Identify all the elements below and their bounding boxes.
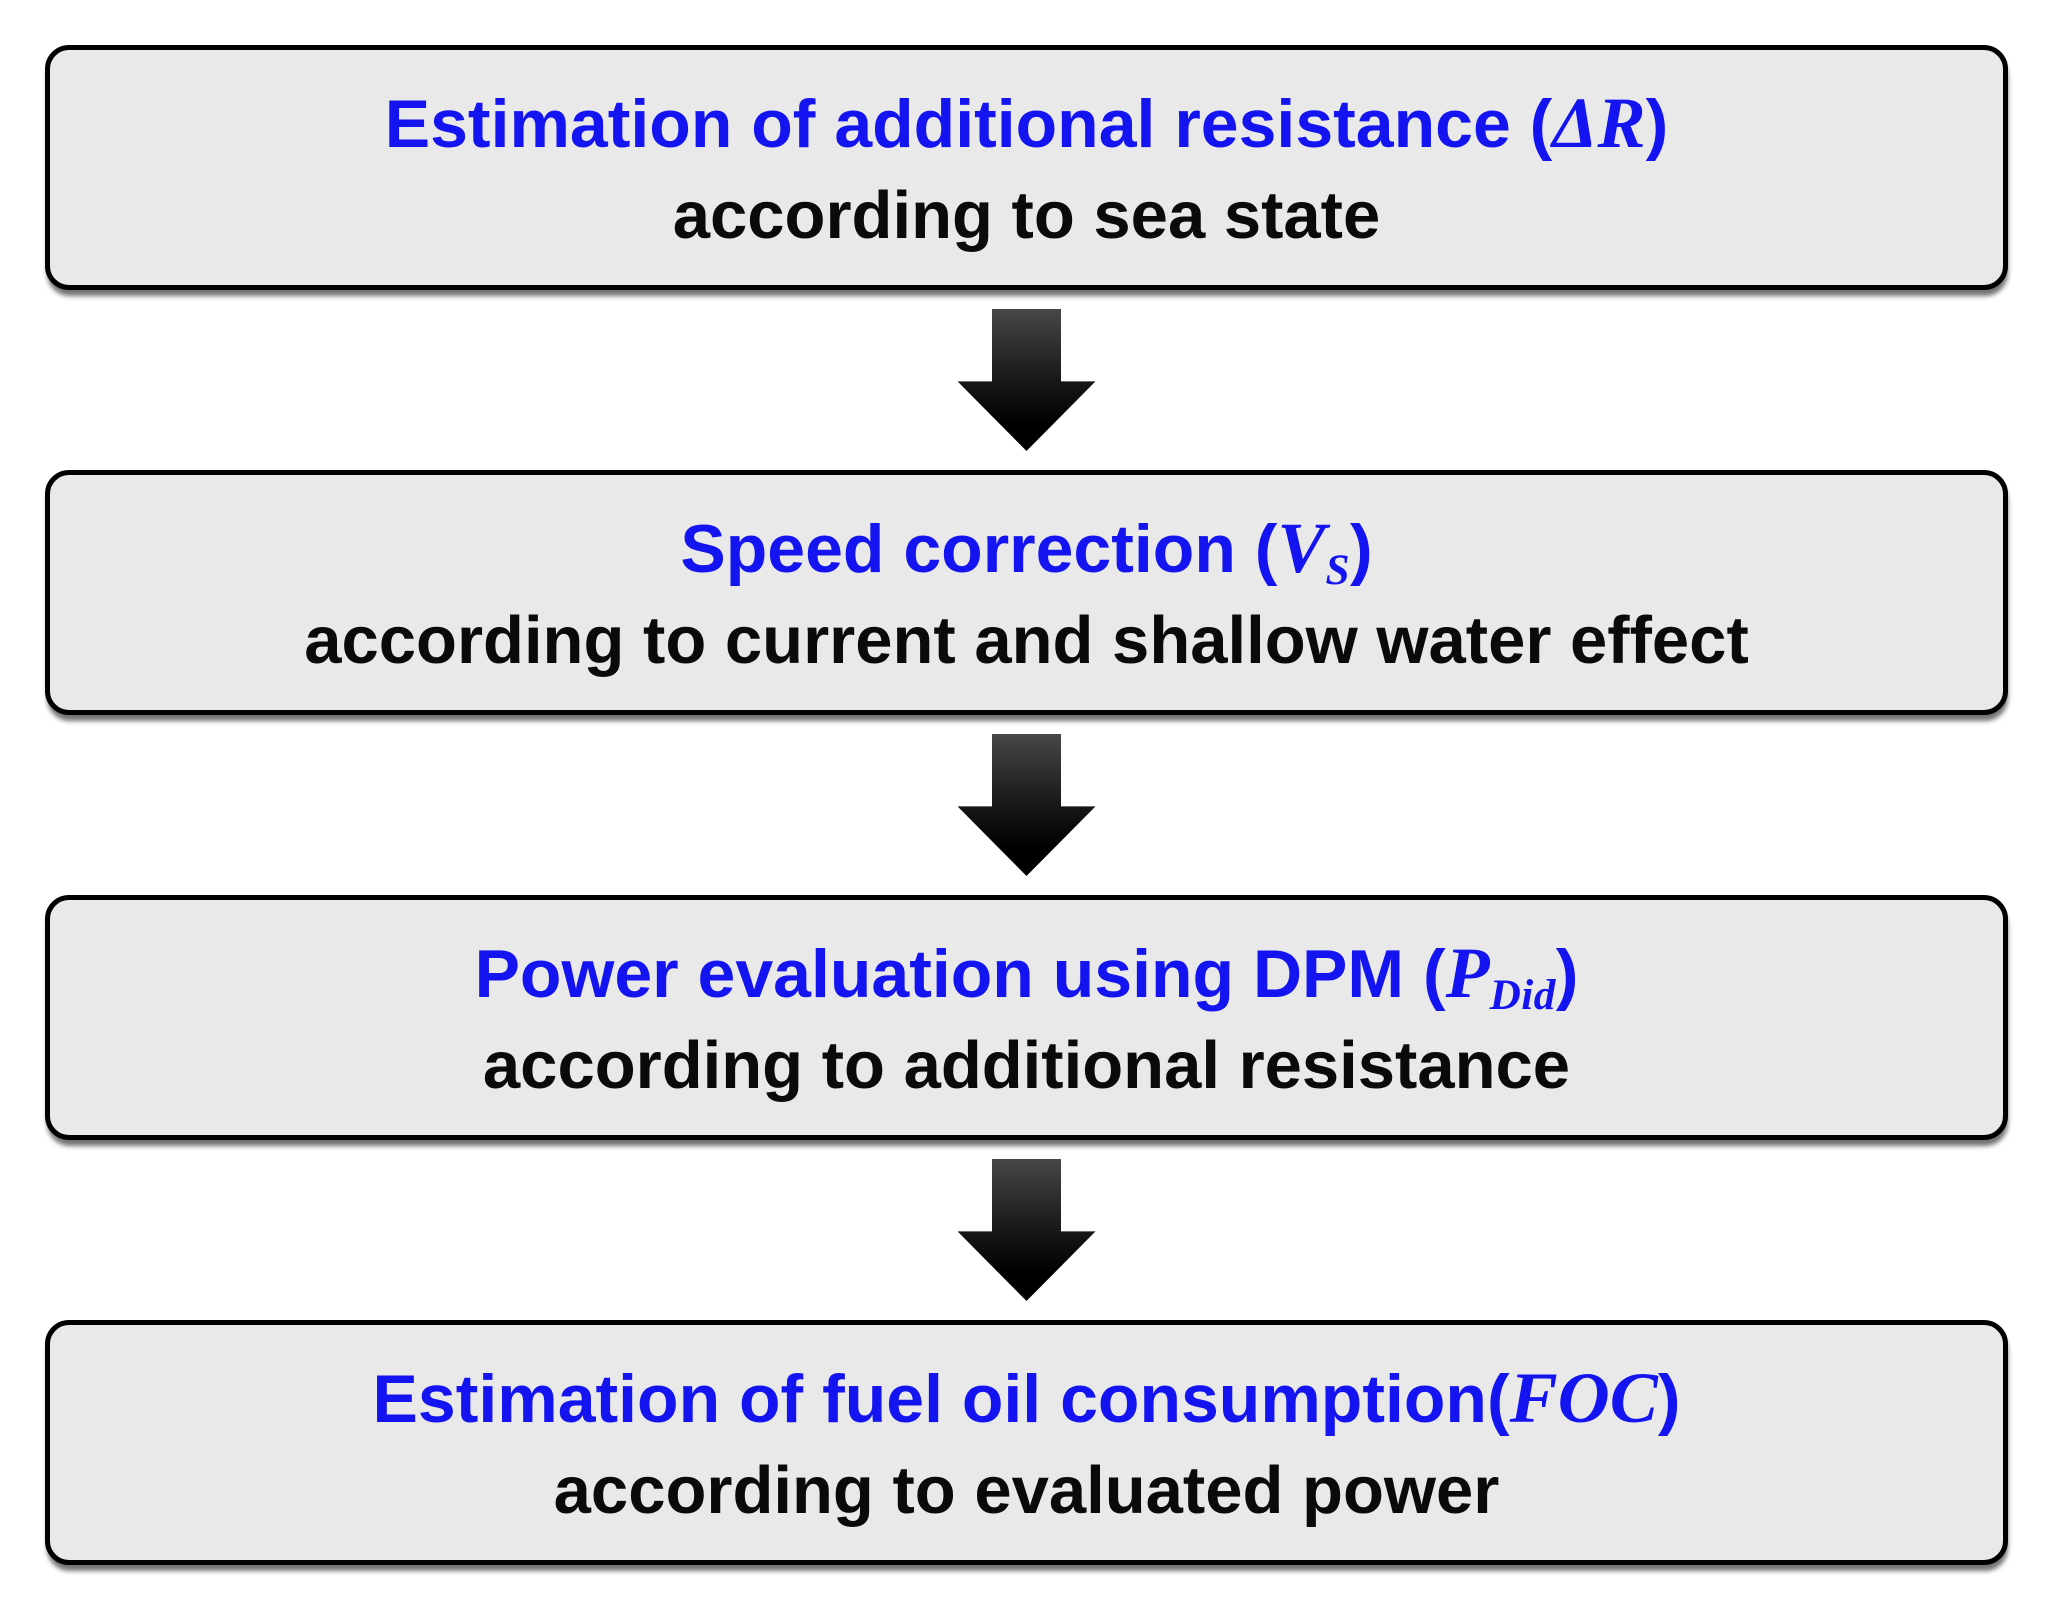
step-title: Estimation of fuel oil consumption(FOC) <box>373 1357 1681 1446</box>
step-title-close-paren: ) <box>1645 85 1669 162</box>
math-symbol-main: ΔR <box>1552 82 1646 163</box>
step-title-text: Speed correction ( <box>680 510 1278 587</box>
connector-gap <box>45 1140 2008 1320</box>
flow-step-speed-correction: Speed correction (VS) according to curre… <box>45 470 2008 715</box>
step-title-close-paren: ) <box>1657 1360 1681 1437</box>
step-subtitle: according to additional resistance <box>482 1028 1571 1104</box>
step-title-text: Estimation of additional resistance ( <box>384 85 1553 162</box>
step-title-close-paren: ) <box>1555 935 1579 1012</box>
math-symbol: FOC <box>1510 1358 1658 1438</box>
math-symbol-main: V <box>1277 507 1326 588</box>
math-symbol-main: P <box>1445 932 1490 1013</box>
math-symbol-main: FOC <box>1509 1357 1658 1438</box>
connector-gap <box>45 715 2008 895</box>
math-symbol: PDid <box>1445 932 1556 1019</box>
step-subtitle: according to current and shallow water e… <box>304 603 1749 679</box>
step-title: Speed correction (VS) <box>680 507 1372 596</box>
down-arrow-icon <box>957 309 1096 451</box>
connector-gap <box>45 290 2008 470</box>
flow-step-fuel-oil-consumption: Estimation of fuel oil consumption(FOC) … <box>45 1320 2008 1565</box>
step-title-close-paren: ) <box>1349 510 1373 587</box>
step-subtitle: according to evaluated power <box>553 1453 1500 1529</box>
step-title-text: Estimation of fuel oil consumption( <box>372 1360 1510 1437</box>
math-symbol: VS <box>1277 507 1350 594</box>
math-symbol-subscript: Did <box>1489 970 1556 1019</box>
math-symbol-subscript: S <box>1325 545 1350 594</box>
step-title-text: Power evaluation using DPM ( <box>474 935 1446 1012</box>
down-arrow-icon <box>957 1159 1096 1301</box>
down-arrow-icon <box>957 734 1096 876</box>
step-subtitle: according to sea state <box>672 178 1381 254</box>
flow-step-power-evaluation: Power evaluation using DPM (PDid) accord… <box>45 895 2008 1140</box>
step-title: Power evaluation using DPM (PDid) <box>475 932 1579 1021</box>
math-symbol: ΔR <box>1552 83 1645 163</box>
step-title: Estimation of additional resistance (ΔR) <box>385 82 1668 171</box>
flow-step-additional-resistance: Estimation of additional resistance (ΔR)… <box>45 45 2008 290</box>
